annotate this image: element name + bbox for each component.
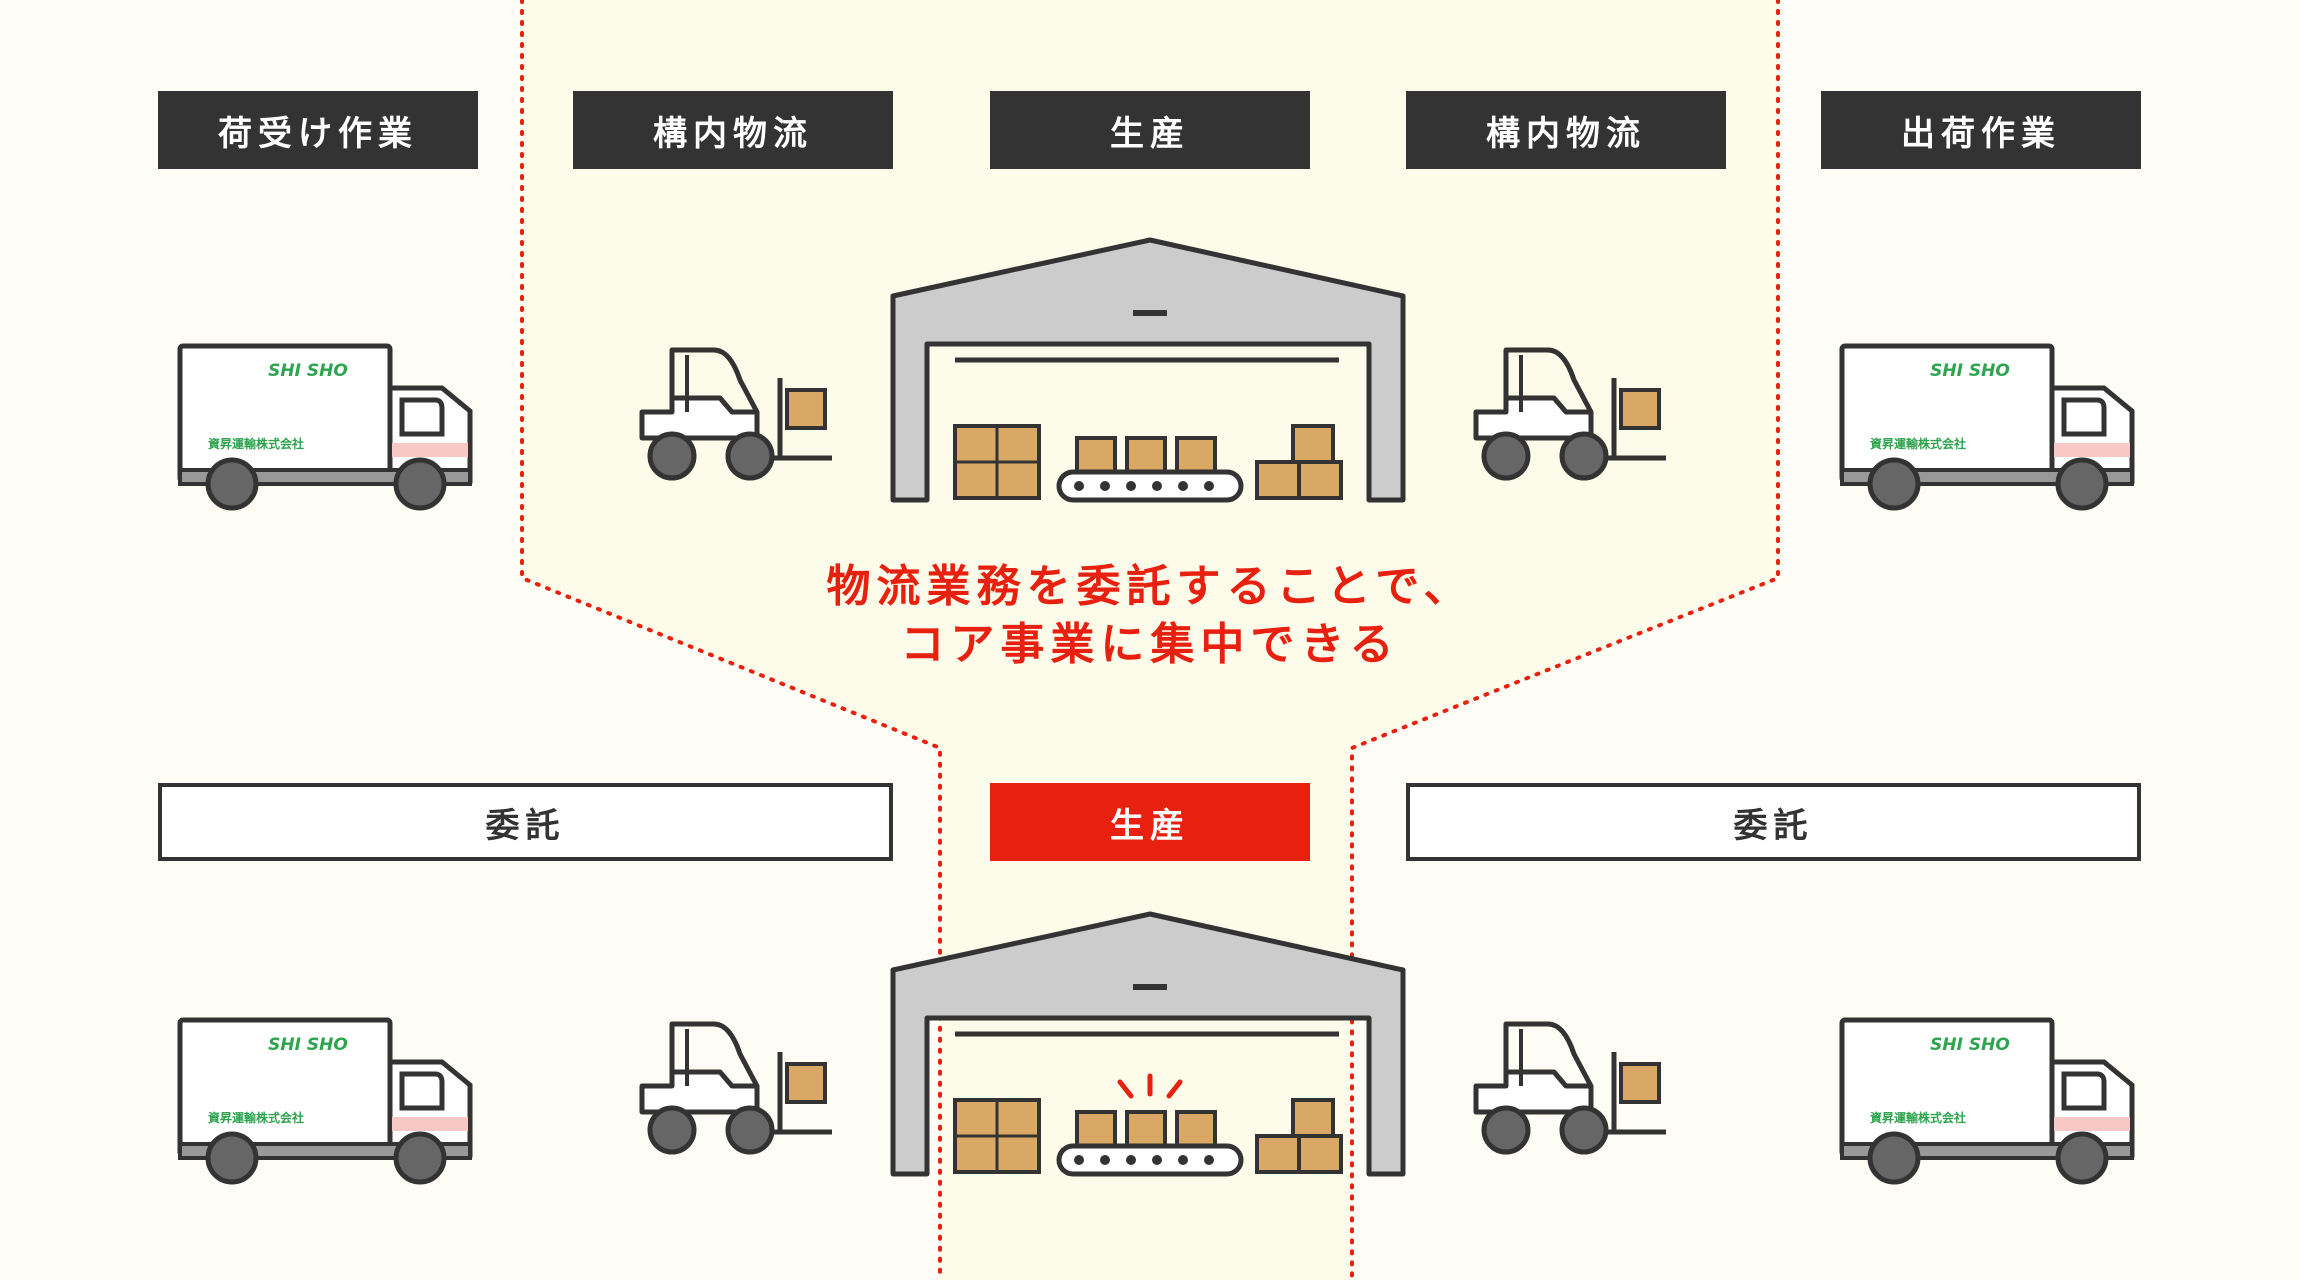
- focus-funnel-right-dotted-border: [1350, 0, 1780, 1280]
- message-line-2: コア事業に集中できる: [900, 619, 1400, 670]
- spark-icon: [1117, 1073, 1183, 1099]
- truck-icon: [180, 1020, 470, 1182]
- stage-label-internal-logistics-inbound: 構内物流: [573, 91, 893, 169]
- truck-icon: [180, 346, 470, 508]
- forklift-icon: [642, 1024, 832, 1152]
- production-label-highlight: 生産: [990, 783, 1310, 861]
- forklift-icon: [1476, 1024, 1666, 1152]
- truck-icon: [1842, 1020, 2132, 1182]
- focus-funnel-region: [522, 0, 1778, 1280]
- focus-funnel-left-dotted-border: [520, 0, 942, 1280]
- core-business-message: 物流業務を委託することで、 コア事業に集中できる: [760, 558, 1540, 674]
- outsourced-label-left: 委託: [158, 783, 893, 861]
- truck-icon: [1842, 346, 2132, 508]
- stage-label-receiving: 荷受け作業: [158, 91, 478, 169]
- message-line-1: 物流業務を委託することで、: [826, 561, 1474, 612]
- stage-label-production: 生産: [990, 91, 1310, 169]
- stage-label-shipping: 出荷作業: [1821, 91, 2141, 169]
- stage-label-internal-logistics-outbound: 構内物流: [1406, 91, 1726, 169]
- outsourced-label-right: 委託: [1406, 783, 2141, 861]
